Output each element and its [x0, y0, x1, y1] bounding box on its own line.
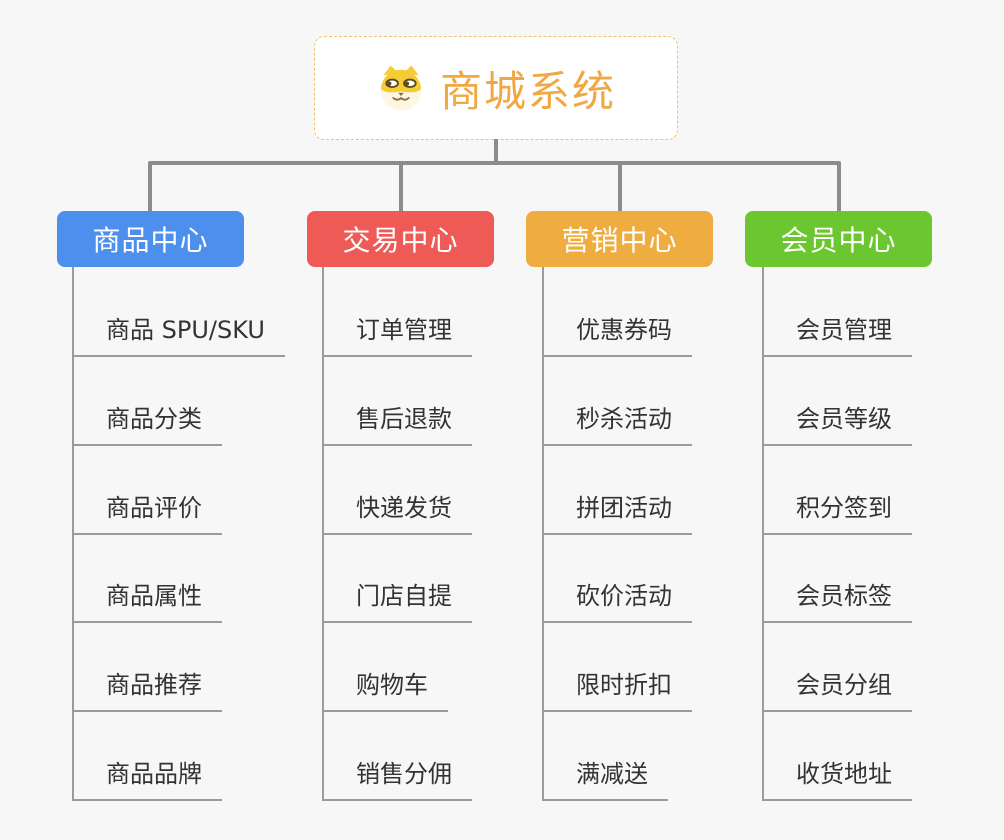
leaf-item[interactable]: 门店自提: [323, 580, 472, 623]
leaf-item[interactable]: 快递发货: [323, 492, 472, 535]
leaf-item[interactable]: 满减送: [543, 758, 668, 801]
leaf-item[interactable]: 会员标签: [763, 580, 912, 623]
leaf-item[interactable]: 商品品牌: [73, 758, 222, 801]
leaf-item[interactable]: 商品分类: [73, 403, 222, 446]
leaf-item[interactable]: 销售分佣: [323, 758, 472, 801]
root-stem-connector: [494, 139, 498, 163]
branch-header-trade[interactable]: 交易中心: [307, 211, 494, 267]
leaf-item[interactable]: 限时折扣: [543, 669, 692, 712]
leaf-item[interactable]: 商品评价: [73, 492, 222, 535]
branch-header-products[interactable]: 商品中心: [57, 211, 244, 267]
leaf-item[interactable]: 优惠券码: [543, 314, 692, 357]
leaf-item[interactable]: 售后退款: [323, 403, 472, 446]
leaf-item[interactable]: 商品属性: [73, 580, 222, 623]
doge-icon: [380, 65, 422, 111]
leaf-item[interactable]: 商品 SPU/SKU: [73, 314, 285, 357]
leaf-item[interactable]: 会员管理: [763, 314, 912, 357]
leaf-item[interactable]: 收货地址: [763, 758, 912, 801]
drop-connector-trade: [399, 163, 403, 211]
leaf-item[interactable]: 积分签到: [763, 492, 912, 535]
branch-label: 商品中心: [92, 224, 209, 257]
drop-connector-members: [837, 163, 841, 211]
leaf-item[interactable]: 订单管理: [323, 314, 472, 357]
leaf-item[interactable]: 商品推荐: [73, 669, 222, 712]
drop-connector-products: [148, 163, 152, 211]
branch-header-members[interactable]: 会员中心: [745, 211, 932, 267]
drop-connector-marketing: [618, 163, 622, 211]
leaf-item[interactable]: 会员等级: [763, 403, 912, 446]
leaf-item[interactable]: 秒杀活动: [543, 403, 692, 446]
branch-header-marketing[interactable]: 营销中心: [526, 211, 713, 267]
leaf-item[interactable]: 购物车: [323, 669, 448, 712]
branch-label: 会员中心: [780, 224, 897, 257]
bus-connector: [148, 161, 841, 165]
leaf-item[interactable]: 拼团活动: [543, 492, 692, 535]
branch-label: 交易中心: [342, 224, 459, 257]
leaf-item[interactable]: 会员分组: [763, 669, 912, 712]
leaf-item[interactable]: 砍价活动: [543, 580, 692, 623]
root-node[interactable]: 商城系统: [314, 36, 678, 140]
branch-label: 营销中心: [561, 224, 678, 257]
root-title: 商城系统: [439, 66, 616, 116]
